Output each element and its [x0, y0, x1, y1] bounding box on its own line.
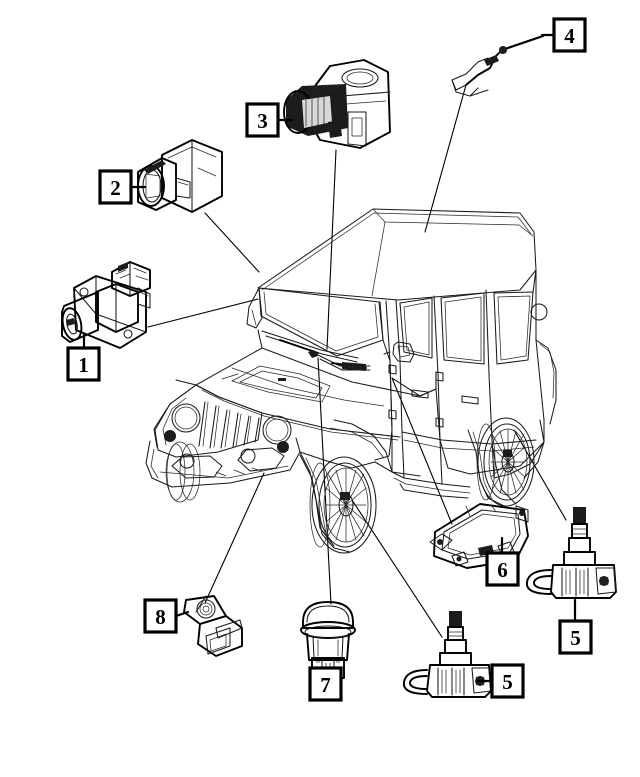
callout-box-3[interactable]	[245, 102, 280, 138]
callout-7[interactable]: 7	[308, 666, 343, 702]
front-wheel	[309, 456, 377, 554]
callout-label-2: 2	[110, 176, 121, 200]
leader-line-8	[204, 472, 265, 604]
callout-1[interactable]: 1	[66, 332, 101, 382]
fuel-filler-door	[530, 303, 548, 321]
front-bumper	[145, 437, 301, 488]
part-1-flanged-sensor	[61, 261, 151, 349]
fog-lamp-left	[179, 453, 195, 469]
fender-flares	[299, 419, 545, 553]
rear-body	[491, 269, 557, 505]
callout-box-4[interactable]	[552, 17, 587, 53]
front-wheel-far	[165, 441, 201, 503]
callout-4[interactable]: 4	[540, 17, 587, 53]
leader-line-2	[204, 212, 260, 273]
rear-wheel	[476, 417, 535, 507]
part-8-bracket-sensor	[183, 595, 243, 657]
windshield	[246, 287, 384, 357]
part-2-relay-block	[137, 139, 223, 213]
callout-label-7: 7	[320, 673, 331, 697]
front-door-window	[399, 297, 433, 359]
headlamp-right	[262, 415, 292, 445]
part-5-tpms-sensor-upper	[525, 507, 617, 599]
vehicle-illustration	[145, 208, 557, 554]
callout-box-8[interactable]	[143, 598, 178, 634]
leader-lines	[147, 84, 567, 638]
front-door-handle	[411, 389, 429, 399]
callout-6[interactable]: 6	[485, 536, 520, 587]
callout-box-5-upper[interactable]	[558, 619, 593, 655]
rear-door-handle	[461, 395, 479, 405]
callout-label-3: 3	[257, 109, 268, 133]
leader-line-3	[326, 149, 337, 350]
callout-box-7[interactable]	[308, 666, 343, 702]
fog-lamp-right	[240, 448, 256, 464]
callout-5-lower[interactable]: 5	[476, 663, 525, 699]
doors	[385, 289, 537, 485]
callout-label-6: 6	[497, 558, 508, 582]
callout-2[interactable]: 2	[98, 169, 147, 205]
part-4-antenna-wire	[451, 34, 545, 97]
callout-box-2[interactable]	[98, 169, 133, 205]
leader-line-6	[391, 377, 453, 525]
callout-box-1[interactable]	[66, 346, 101, 382]
leader-line-5-lower	[351, 499, 443, 638]
hard-top-roof	[257, 208, 537, 301]
quarter-window	[493, 291, 534, 365]
turn-lamp-right	[277, 441, 289, 453]
callout-label-8: 8	[155, 605, 166, 629]
rocker-panel	[391, 471, 471, 499]
part-6-control-module	[429, 503, 529, 569]
part-5-tpms-sensor-lower	[402, 611, 492, 698]
leader-line-7	[317, 357, 332, 605]
callout-label-4: 4	[564, 24, 575, 48]
windshield-wipers	[261, 330, 371, 371]
side-mirror	[383, 341, 415, 363]
part-3-connector-sensor	[283, 59, 391, 149]
turn-lamp-left	[164, 430, 176, 442]
leader-line-1	[147, 298, 259, 328]
leader-line-5-upper	[513, 429, 567, 521]
callout-label-5-upper: 5	[570, 626, 581, 650]
callout-box-5-lower[interactable]	[490, 663, 525, 699]
callout-label-1: 1	[78, 353, 89, 377]
callout-5-upper[interactable]: 5	[558, 598, 593, 655]
callout-label-5-lower: 5	[502, 670, 513, 694]
callout-box-6[interactable]	[485, 551, 520, 587]
headlamp-left	[171, 403, 201, 433]
seven-slot-grille	[154, 384, 292, 458]
callout-8[interactable]: 8	[143, 598, 190, 634]
rear-door-window	[440, 292, 485, 365]
callout-3[interactable]: 3	[245, 102, 294, 138]
leader-line-4	[424, 84, 467, 233]
